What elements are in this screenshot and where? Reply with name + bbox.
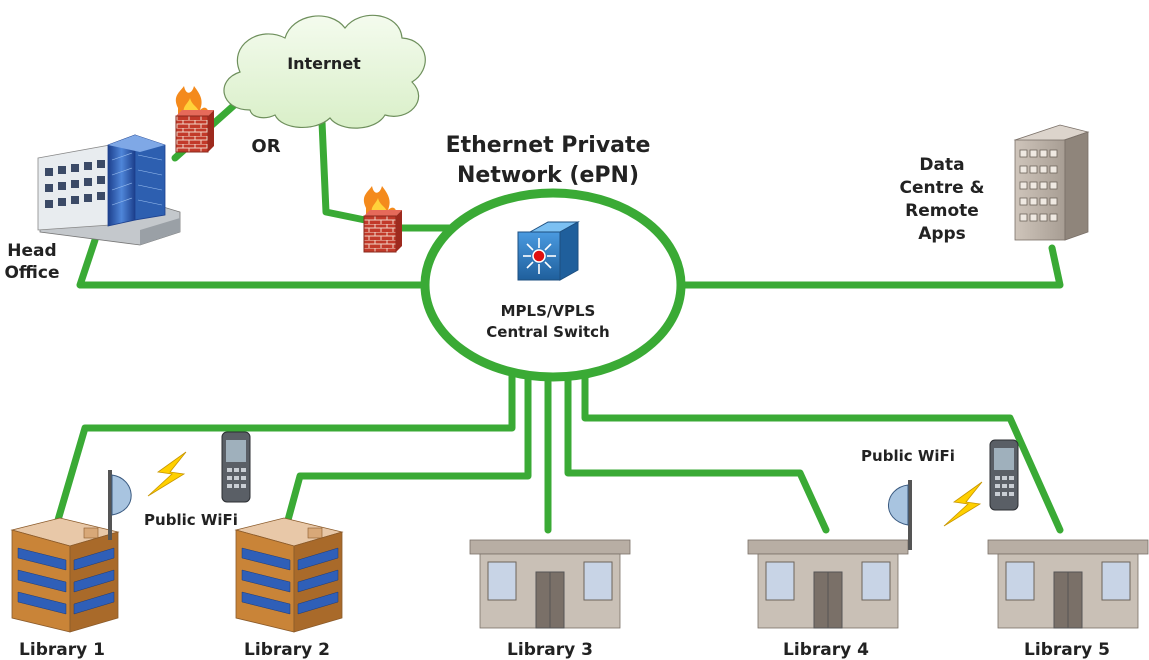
central-ring [420,188,686,382]
firewall-icon [175,86,214,153]
library-3-building-icon [469,539,631,629]
public-wifi-label: Public WiFi [144,511,238,529]
data-centre-label-line-1: Data [919,155,964,175]
central-switch-label-line-2: Central Switch [486,323,609,341]
or-label: OR [251,136,280,157]
library-3-label: Library 3 [507,640,593,660]
library-4-building-icon [747,539,909,629]
internet-label: Internet [287,54,361,73]
data-centre-label-line-2: Centre & [900,178,985,198]
link-library-4 [564,376,830,534]
central-switch-icon [517,221,580,281]
lightning-bolt-icon [943,481,983,527]
diagram-title-line-1: Ethernet Private [446,133,651,158]
link-data-centre [676,244,1064,289]
wifi-antenna-icon [108,470,132,540]
link-head-office [76,236,429,289]
wifi-antenna-icon [888,480,912,550]
head-office-label-line-1: Head [7,241,56,261]
library-4-label: Library 4 [783,640,869,660]
data-centre-label-line-4: Apps [918,224,966,244]
library-1-label: Library 1 [19,640,105,660]
head-office-building-icon [37,134,181,246]
link-library-1 [54,371,516,524]
central-switch-label-line-1: MPLS/VPLS [501,302,596,320]
mobile-phone-icon [221,431,251,503]
link-library-5 [581,371,1064,534]
diagram-title-line-2: Network (ePN) [457,163,639,188]
public-wifi-label: Public WiFi [861,447,955,465]
internet-cloud-icon [223,14,426,129]
lightning-bolt-icon [147,451,187,497]
library-5-building-icon [987,539,1149,629]
head-office-label-line-2: Office [4,263,59,283]
link-library-2 [284,374,532,524]
library-2-building-icon [234,517,344,633]
data-centre-label-line-3: Remote [905,201,979,221]
link-internet-firewall [318,118,369,224]
library-1-building-icon [10,517,120,633]
mobile-phone-icon [989,439,1019,511]
firewall-icon [363,186,402,253]
library-5-label: Library 5 [1024,640,1110,660]
network-links [54,96,1064,534]
data-centre-building-icon [1013,124,1090,241]
library-2-label: Library 2 [244,640,330,660]
